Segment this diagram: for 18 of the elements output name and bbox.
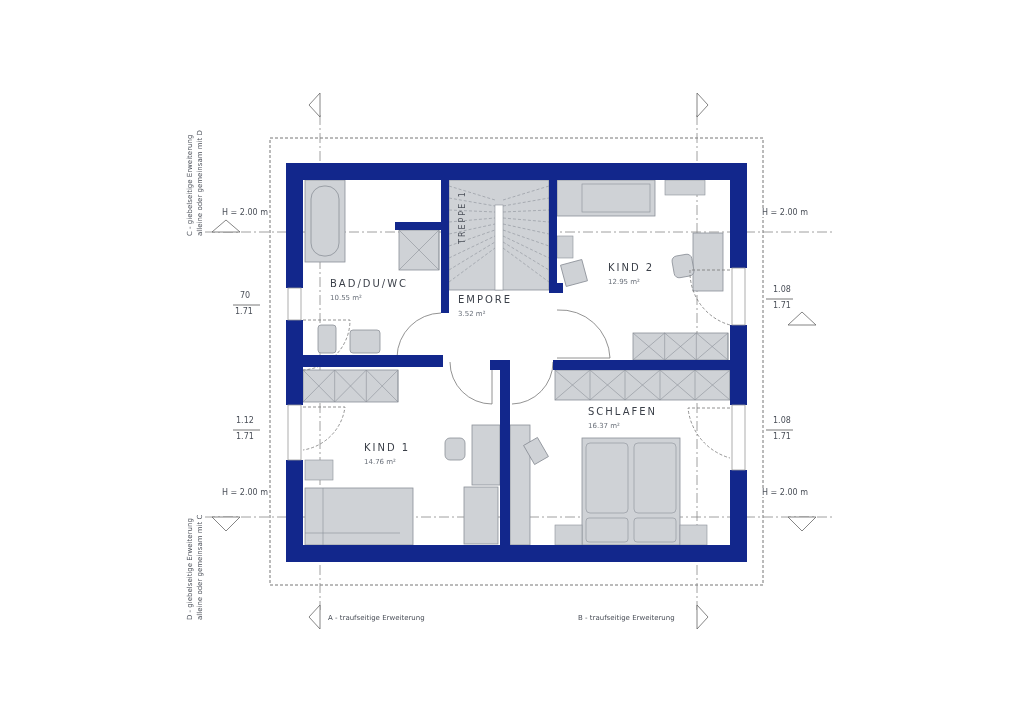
plan-label: H = 2.00 m	[222, 488, 268, 497]
plan-label: 70	[240, 291, 251, 300]
plan-label: H = 2.00 m	[762, 488, 808, 497]
plan-label: 1.08	[773, 416, 791, 425]
plan-label: 1.12	[236, 416, 254, 425]
room-name: KIND 1	[364, 442, 411, 453]
plan-label: H = 2.00 m	[762, 208, 808, 217]
plan-label: 1.71	[235, 307, 253, 316]
room-name: EMPORE	[458, 294, 513, 305]
plan-label: H = 2.00 m	[222, 208, 268, 217]
vertical-note: TREPPE 1	[458, 190, 467, 244]
plan-label: 1.08	[773, 285, 791, 294]
plan-label: 1.71	[236, 432, 254, 441]
room-name: SCHLAFEN	[588, 406, 658, 417]
plan-label: 1.71	[773, 432, 791, 441]
room-name: BAD/DU/WC	[330, 278, 409, 289]
plan-label: 1.71	[773, 301, 791, 310]
room-name: KIND 2	[608, 262, 655, 273]
